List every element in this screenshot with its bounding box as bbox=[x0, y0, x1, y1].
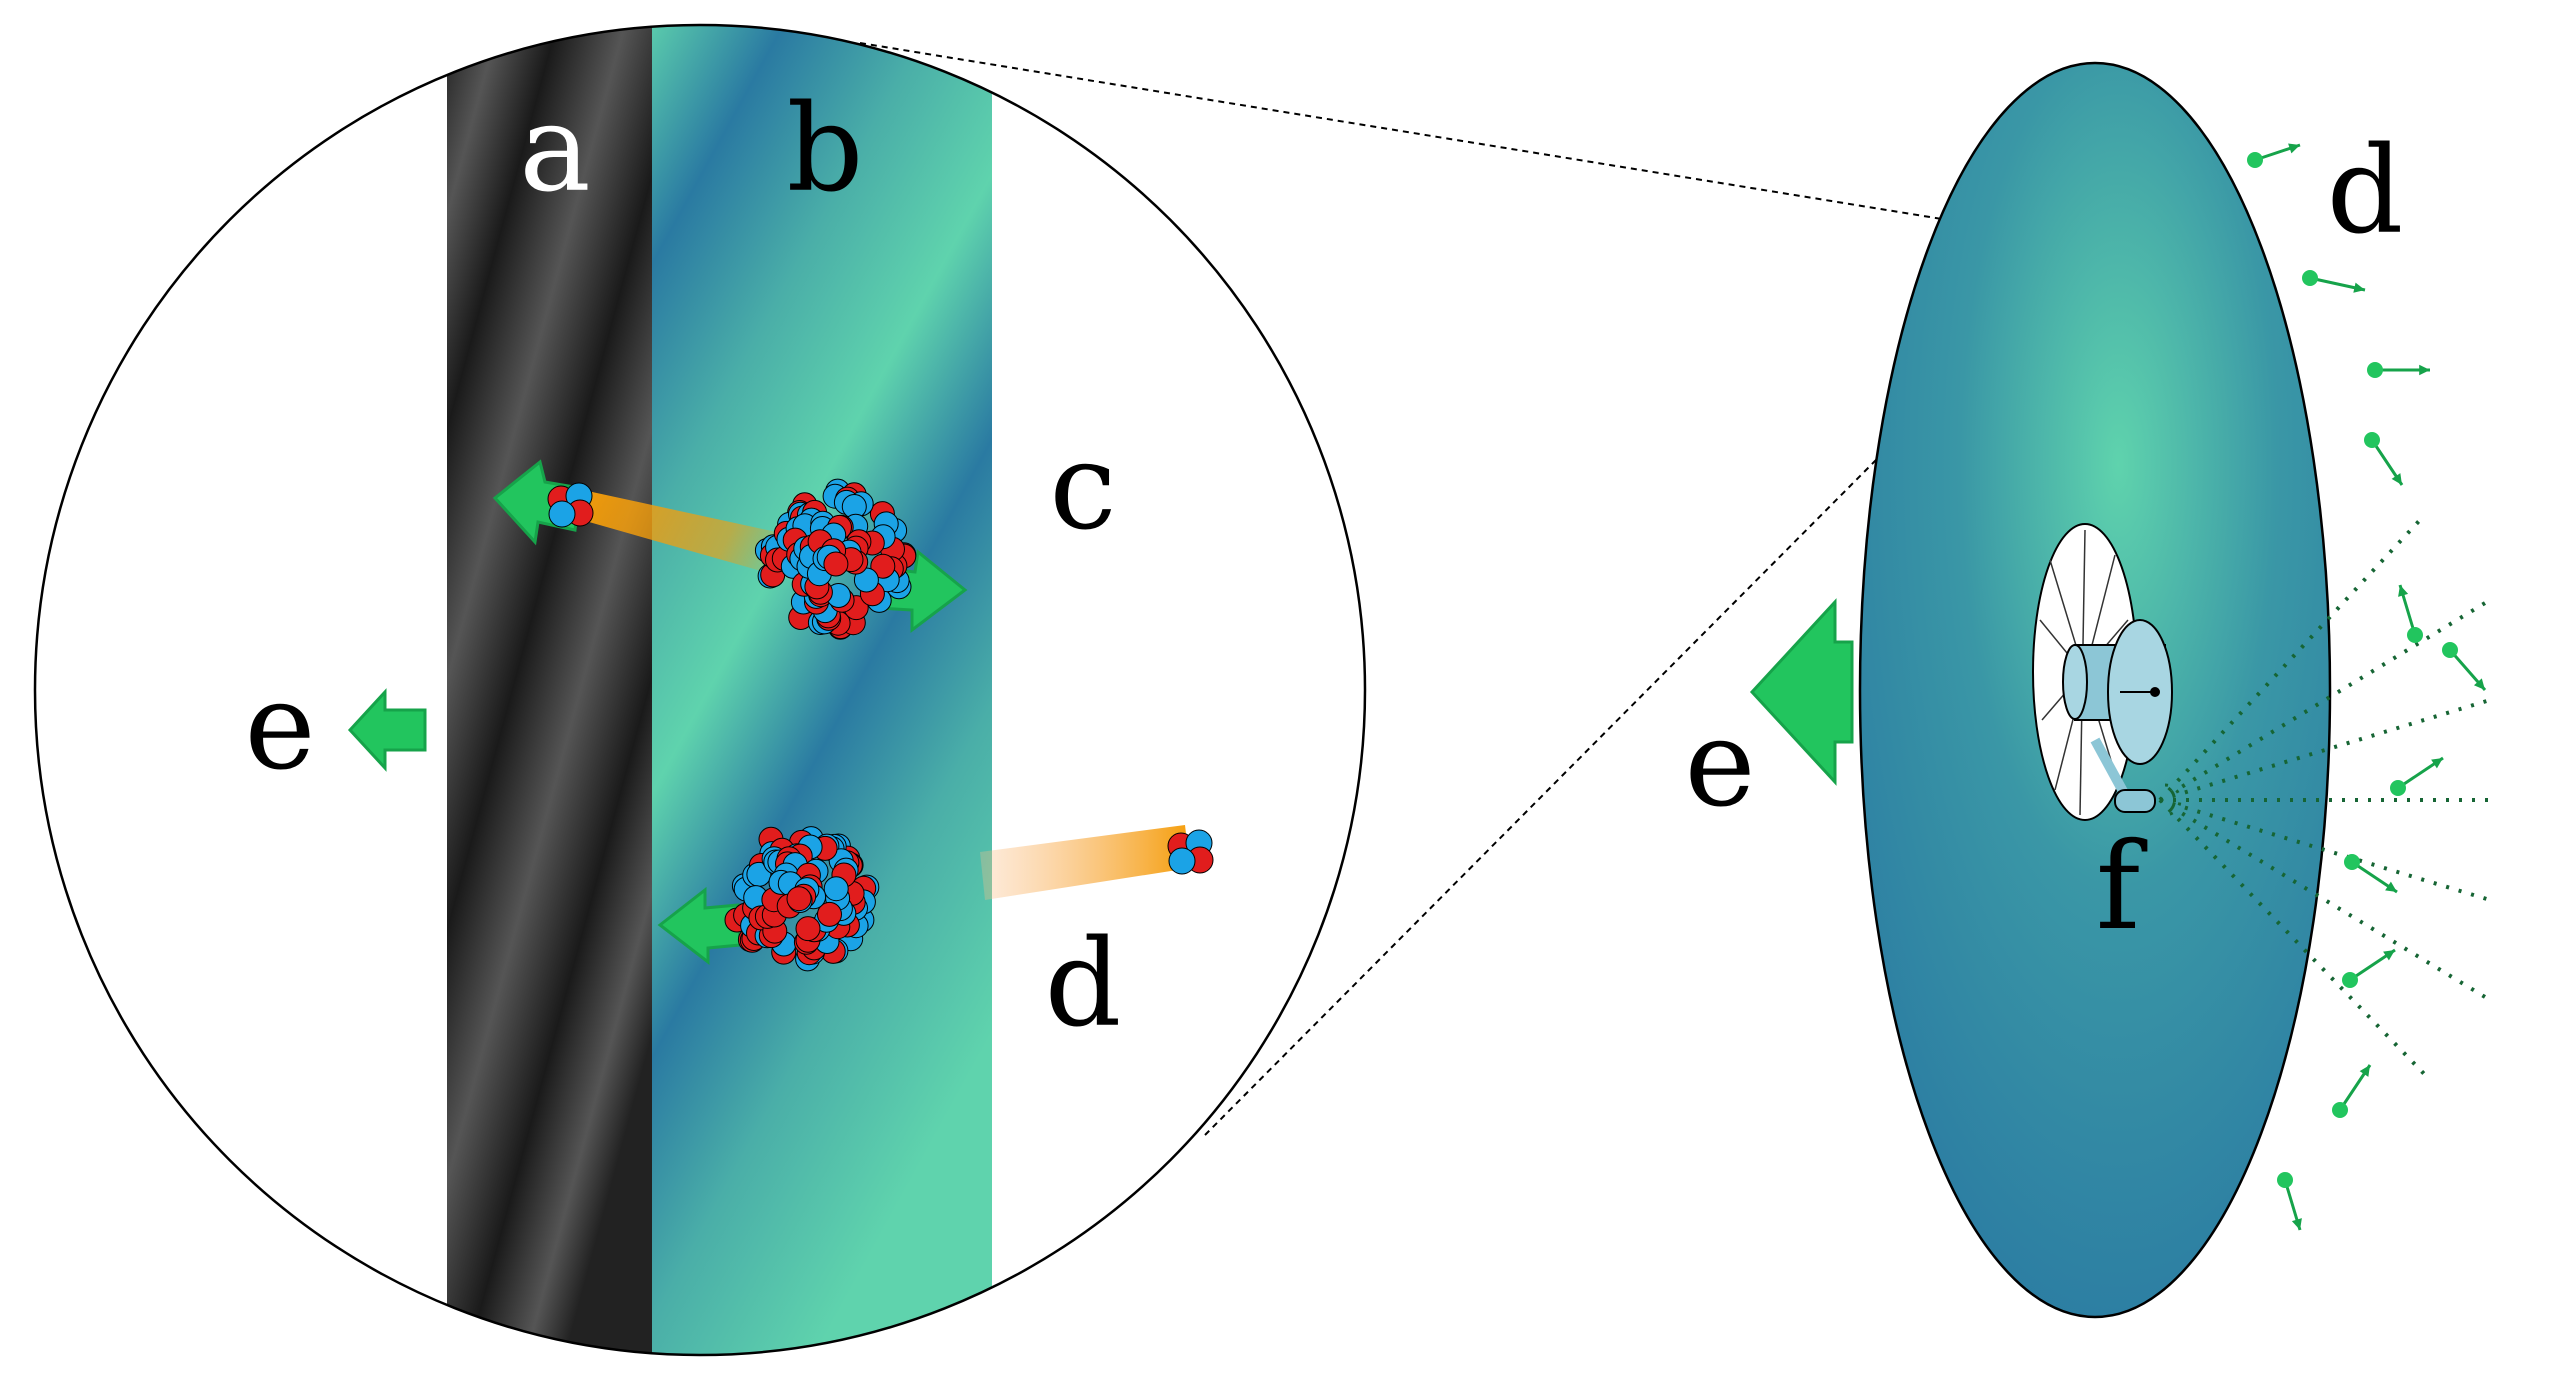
particle-icon bbox=[2247, 143, 2301, 168]
label-a: a bbox=[519, 80, 591, 219]
nucleon bbox=[870, 553, 896, 579]
labels: a b c d e d e f bbox=[244, 80, 2403, 1054]
particle-icon bbox=[2398, 584, 2423, 643]
spacecraft-icon bbox=[2032, 523, 2173, 821]
thrust-arrow-icon bbox=[347, 688, 427, 772]
particle-icon bbox=[2277, 1172, 2302, 1231]
particle-icon bbox=[2364, 432, 2404, 486]
label-b: b bbox=[787, 80, 864, 219]
emission-beam-lower bbox=[980, 825, 1190, 900]
nucleon bbox=[786, 886, 812, 912]
particle-icon bbox=[2367, 362, 2430, 378]
emitter-arc bbox=[2164, 783, 2182, 817]
laser-ray bbox=[2159, 798, 2491, 902]
particle-icon bbox=[2332, 1064, 2372, 1118]
particle-icon bbox=[2390, 756, 2444, 796]
label-f: f bbox=[2096, 818, 2148, 957]
layer-a bbox=[447, 25, 652, 1355]
nucleon bbox=[1168, 847, 1196, 875]
nucleon bbox=[795, 916, 821, 942]
alpha-particle-icon bbox=[1167, 829, 1214, 875]
laser-rays bbox=[2158, 518, 2492, 1082]
label-d-inset: d bbox=[1045, 915, 1122, 1054]
particle-layer bbox=[547, 478, 1214, 972]
label-e-inset: e bbox=[244, 658, 315, 797]
nucleus-icon bbox=[724, 826, 880, 972]
label-d-sail: d bbox=[2327, 122, 2404, 261]
particle-icon bbox=[2302, 270, 2366, 293]
emission-beam-upper bbox=[560, 485, 800, 582]
nucleon bbox=[823, 551, 849, 577]
nucleus-icon bbox=[754, 478, 917, 640]
nucleon bbox=[823, 876, 849, 902]
nucleon bbox=[548, 500, 576, 528]
sail-thrust-arrow-icon bbox=[1749, 598, 1854, 786]
nucleon bbox=[817, 901, 842, 927]
particle-icon bbox=[2442, 642, 2487, 691]
laser-ray bbox=[2159, 698, 2491, 802]
label-c: c bbox=[1049, 418, 1116, 557]
layer-b bbox=[652, 25, 992, 1355]
alpha-particle-icon bbox=[547, 482, 594, 528]
particle-icon bbox=[2342, 948, 2396, 988]
label-e-sail: e bbox=[1684, 695, 1755, 834]
emitted-particles bbox=[2247, 143, 2487, 1231]
particle-icon bbox=[2344, 854, 2398, 894]
